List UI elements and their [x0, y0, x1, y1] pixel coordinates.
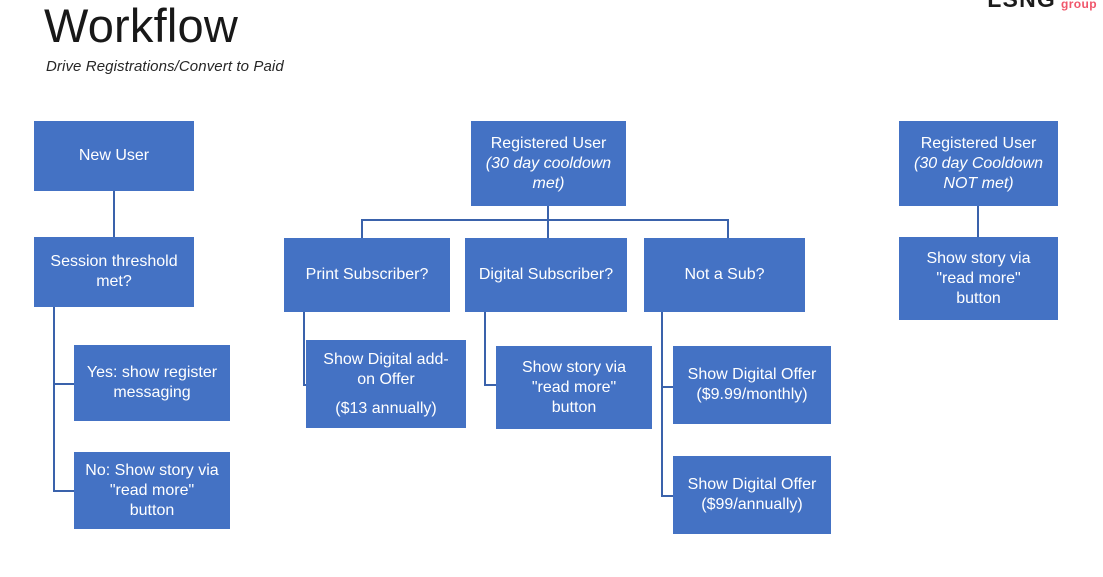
connector-bus-to-not-a-sub [727, 219, 729, 238]
node-not-met-show-story-read-more[interactable]: Show story via "read more" button [899, 237, 1058, 320]
node-digital-subscriber[interactable]: Digital Subscriber? [465, 238, 627, 312]
node-notmet-readmore-line-1: Show story via [926, 249, 1031, 267]
connector-bus-to-print-subscriber [361, 219, 363, 238]
page-subtitle: Drive Registrations/Convert to Paid [46, 58, 284, 75]
connector-new-user-to-session [113, 191, 115, 237]
node-show-digital-offer-annual[interactable]: Show Digital Offer ($99/annually) [673, 456, 831, 534]
node-session-threshold-line-2: met? [96, 273, 132, 290]
node-reg-met-line-1: Registered User [490, 134, 607, 152]
node-reg-notmet-line-1: Registered User [920, 134, 1037, 152]
node-not-a-sub-line-1: Not a Sub? [684, 266, 765, 283]
page-title: Workflow [44, 0, 238, 52]
node-no-readmore-line-3: button [129, 501, 175, 519]
node-yes-register-line-2: messaging [113, 384, 191, 401]
node-offer-annual-line-1: Show Digital Offer [687, 476, 817, 493]
node-no-readmore-line-2: "read more" [109, 481, 195, 499]
node-addon-line-2: on Offer [357, 370, 415, 388]
node-offer-monthly-line-1: Show Digital Offer [687, 366, 817, 383]
connector-session-to-yes [53, 383, 74, 385]
node-session-threshold-line-1: Session threshold [50, 253, 178, 270]
node-reg-met-line-3: met) [532, 174, 565, 192]
connector-reg-met-stem [547, 206, 549, 220]
brand-logo: LSNG group [987, 0, 1097, 11]
brand-logo-subtext: group [1061, 0, 1097, 11]
node-new-user[interactable]: New User [34, 121, 194, 191]
node-digital-subscriber-line-1: Digital Subscriber? [478, 266, 614, 283]
node-reg-notmet-line-2: (30 day Cooldown [914, 154, 1043, 172]
node-show-digital-offer-monthly[interactable]: Show Digital Offer ($9.99/monthly) [673, 346, 831, 424]
connector-reg-met-bus [361, 219, 729, 221]
node-digsub-readmore-line-3: button [551, 398, 597, 416]
brand-logo-mark: LSNG [987, 0, 1056, 11]
node-notmet-readmore-line-2: "read more" [936, 269, 1021, 287]
connector-bus-to-digital-subscriber [547, 219, 549, 238]
connector-not-a-sub-to-annual-offer [661, 495, 675, 497]
node-offer-monthly-line-2: ($9.99/monthly) [696, 386, 808, 403]
connector-digital-subscriber-to-readmore [484, 384, 496, 386]
node-not-a-sub[interactable]: Not a Sub? [644, 238, 805, 312]
node-addon-line-1: Show Digital add- [323, 350, 449, 368]
node-no-show-story-read-more[interactable]: No: Show story via "read more" button [74, 452, 230, 529]
node-session-threshold[interactable]: Session threshold met? [34, 237, 194, 307]
node-reg-notmet-line-3: NOT met) [943, 174, 1014, 192]
node-reg-met-line-2: (30 day cooldown [485, 154, 612, 172]
node-digsub-readmore-line-1: Show story via [521, 358, 627, 376]
connector-session-trunk [53, 307, 55, 492]
node-print-subscriber[interactable]: Print Subscriber? [284, 238, 450, 312]
node-print-subscriber-line-1: Print Subscriber? [305, 266, 429, 283]
connector-reg-notmet-to-readmore [977, 206, 979, 237]
node-digsub-readmore-line-2: "read more" [531, 378, 617, 396]
node-addon-line-3: ($13 annually) [335, 399, 437, 417]
node-registered-user-cooldown-not-met[interactable]: Registered User (30 day Cooldown NOT met… [899, 121, 1058, 206]
connector-not-a-sub-to-monthly-offer [661, 386, 675, 388]
node-notmet-readmore-line-3: button [956, 289, 1001, 307]
node-yes-show-register-messaging[interactable]: Yes: show register messaging [74, 345, 230, 421]
node-yes-register-line-1: Yes: show register [86, 364, 218, 381]
node-offer-annual-line-2: ($99/annually) [701, 496, 803, 513]
connector-not-a-sub-trunk [661, 312, 663, 497]
node-show-digital-addon-offer[interactable]: Show Digital add- on Offer ($13 annually… [306, 340, 466, 428]
connector-print-subscriber-trunk [303, 312, 305, 386]
node-registered-user-cooldown-met[interactable]: Registered User (30 day cooldown met) [471, 121, 626, 206]
node-new-user-line-1: New User [78, 147, 150, 164]
connector-session-to-no [53, 490, 74, 492]
connector-digital-subscriber-trunk [484, 312, 486, 386]
node-digital-sub-show-story-read-more[interactable]: Show story via "read more" button [496, 346, 652, 429]
node-no-readmore-line-1: No: Show story via [85, 461, 219, 479]
